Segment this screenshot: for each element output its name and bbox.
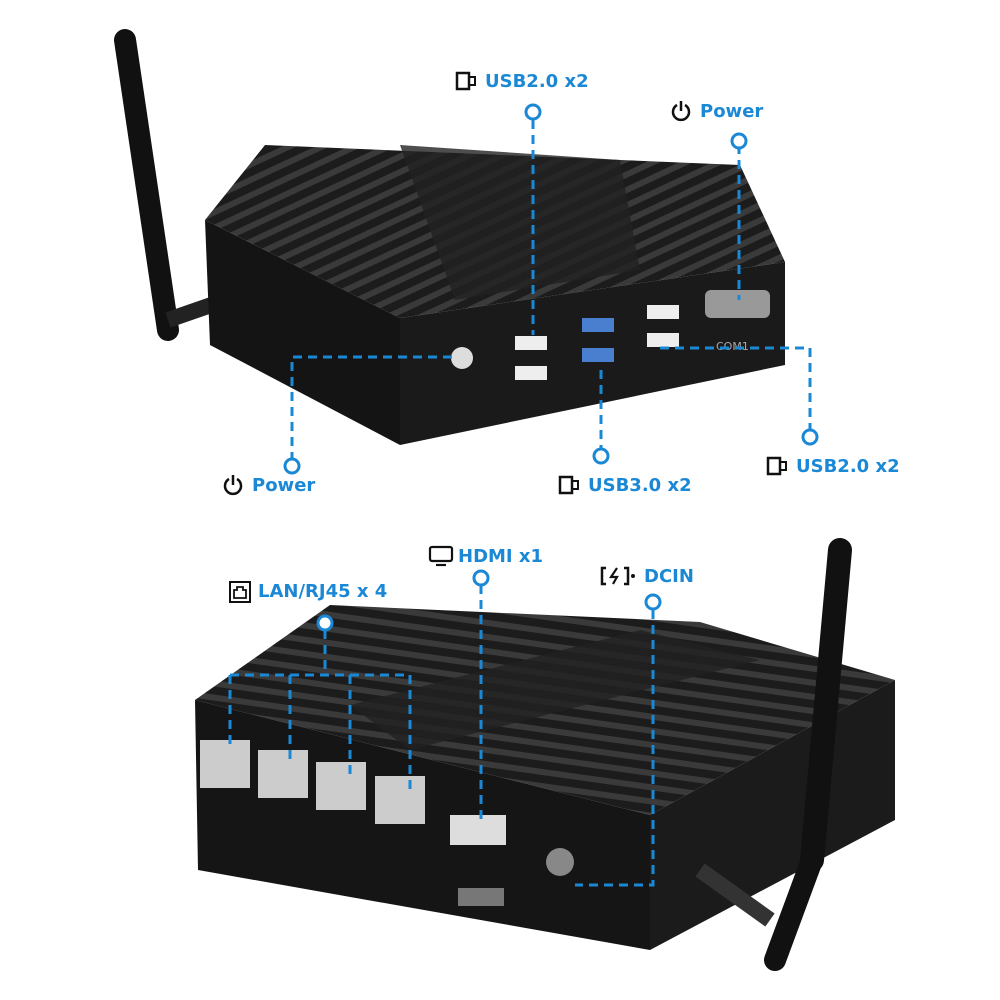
callout-hdmi: HDMI x1 <box>428 545 543 567</box>
monitor-icon <box>428 545 454 567</box>
callout-usb2-top: USB2.0 x2 <box>455 70 589 92</box>
power-icon <box>670 100 692 122</box>
callout-power-left: Power <box>222 474 315 496</box>
callout-dcin: DCIN <box>600 565 694 587</box>
usb-plug-icon <box>766 455 788 477</box>
dc-jack <box>546 848 574 876</box>
usb-plug-icon <box>455 70 477 92</box>
dc-power-icon <box>600 565 636 587</box>
com1-marking: COM1 <box>716 340 749 353</box>
com1-port <box>705 290 770 318</box>
power-button <box>451 347 473 369</box>
usb-plug-icon <box>558 474 580 496</box>
power-icon <box>222 474 244 496</box>
ethernet-port-icon <box>228 580 251 603</box>
antenna <box>114 29 179 341</box>
hdmi-port <box>450 815 506 845</box>
callout-lines <box>228 120 812 887</box>
callout-usb2-right: USB2.0 x2 <box>766 455 900 477</box>
mini-pc-rear-view <box>195 538 895 971</box>
callout-lan: LAN/RJ45 x 4 <box>228 580 387 603</box>
callout-usb3: USB3.0 x2 <box>558 474 692 496</box>
callout-markers <box>283 103 819 632</box>
mini-pc-top-view: COM1 <box>114 29 785 445</box>
callout-power-top: Power <box>670 100 763 122</box>
